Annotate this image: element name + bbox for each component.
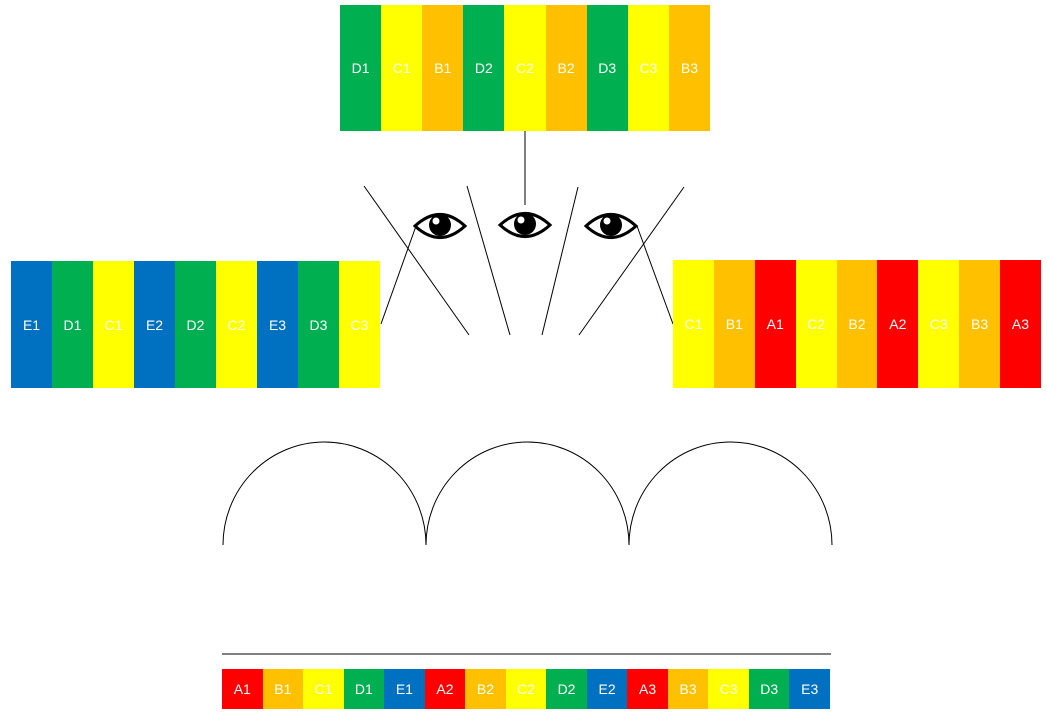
left-strip-cell: C1 (93, 261, 134, 388)
bottom-strip-cell: B3 (667, 669, 709, 709)
right-strip-cell: B3 (959, 260, 1000, 388)
top-strip-cell: B2 (545, 5, 587, 131)
bottom-strip-cell: C1 (303, 669, 344, 709)
right-connector-line (636, 225, 674, 325)
left-strip-cell: D1 (52, 261, 93, 388)
bottom-strip-cell: E3 (789, 669, 830, 709)
arch (628, 441, 833, 546)
right-strip-cell: A3 (1000, 260, 1041, 388)
right-strip-cell: C1 (673, 260, 714, 388)
eye-icon (412, 213, 468, 239)
top-strip-cell: C3 (627, 5, 669, 131)
sight-line (363, 185, 470, 336)
right-strip-cell: C2 (795, 260, 837, 388)
top-strip-cell: D3 (586, 5, 628, 131)
left-strip-cell: D3 (298, 261, 339, 388)
top-strip-cell: C1 (381, 5, 423, 131)
right-strip-cell: A2 (877, 260, 919, 388)
bottom-strip-cell: A3 (627, 669, 668, 709)
left-strip-cell: E3 (257, 261, 298, 388)
bottom-strip-cell: D2 (546, 669, 587, 709)
left-strip-cell: C3 (339, 261, 380, 388)
sight-line (541, 186, 579, 336)
right-strip-cell: A1 (754, 260, 796, 388)
sight-line (466, 185, 511, 336)
top-strip-cell: B3 (668, 5, 710, 131)
bottom-strip-cell: D1 (343, 669, 385, 709)
top-strip-cell: C2 (504, 5, 546, 131)
right-strip-cell: C3 (918, 260, 960, 388)
arch (222, 441, 427, 546)
left-strip-cell: E2 (134, 261, 175, 388)
bottom-strip-cell: E2 (586, 669, 628, 709)
left-strip-cell: C2 (216, 261, 257, 388)
bottom-strip-cell: B1 (262, 669, 304, 709)
left-connector-line (380, 225, 417, 325)
bottom-strip-cell: C2 (505, 669, 547, 709)
right-strip-cell: B1 (713, 260, 755, 388)
left-strip-cell: D2 (175, 261, 216, 388)
bottom-strip-cell: E1 (384, 669, 425, 709)
bottom-strip-cell: B2 (465, 669, 506, 709)
top-strip-cell: D2 (463, 5, 505, 131)
bottom-strip-cell: A2 (424, 669, 466, 709)
sight-line (578, 186, 685, 336)
bottom-strip-cell: A1 (222, 669, 263, 709)
bottom-strip-cell: D3 (748, 669, 790, 709)
eye-icon (497, 212, 553, 238)
bottom-strip-cell: C3 (708, 669, 749, 709)
left-strip-cell: E1 (11, 261, 52, 388)
right-strip-cell: B2 (836, 260, 878, 388)
eye-icon (583, 213, 639, 239)
top-strip-cell: B1 (422, 5, 464, 131)
arch (425, 441, 630, 546)
top-strip-cell: D1 (340, 5, 382, 131)
